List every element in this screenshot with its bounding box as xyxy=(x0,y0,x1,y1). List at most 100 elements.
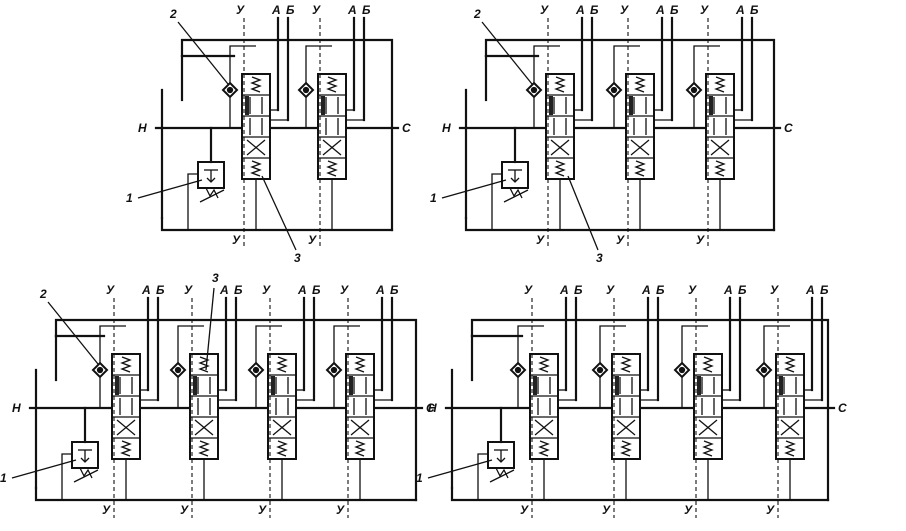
relief-valve-icon xyxy=(487,441,515,483)
port-label-n: Н xyxy=(442,121,451,135)
spool-valve-icon xyxy=(111,353,141,460)
port-label-y-top: У xyxy=(620,3,629,17)
spool-valve-icon xyxy=(529,353,559,460)
callout-relief-valve: 1 xyxy=(0,471,7,485)
port-label-y-top: У xyxy=(106,283,115,297)
spool-valve-icon xyxy=(345,353,375,460)
check-valve-icon xyxy=(605,81,623,99)
port-label-y-top: У xyxy=(236,3,245,17)
spool-valve-icon xyxy=(693,353,723,460)
callout-check-valve: 2 xyxy=(169,7,177,21)
callout-relief-valve: 1 xyxy=(416,471,423,485)
port-label-b: Б xyxy=(234,283,243,297)
check-valve-icon xyxy=(297,81,315,99)
spool-valve-icon xyxy=(545,73,575,180)
port-label-n: Н xyxy=(138,121,147,135)
port-label-y-bottom: У xyxy=(684,503,693,517)
port-label-b: Б xyxy=(312,283,321,297)
port-label-a: А xyxy=(141,283,151,297)
port-label-y-bottom: У xyxy=(336,503,345,517)
check-valve-icon xyxy=(91,361,109,379)
port-label-y-bottom: У xyxy=(602,503,611,517)
port-label-a: А xyxy=(641,283,651,297)
port-label-y-bottom: У xyxy=(520,503,529,517)
port-label-a: А xyxy=(375,283,385,297)
callout-relief-valve: 1 xyxy=(430,191,437,205)
check-valve-icon xyxy=(591,361,609,379)
check-valve-icon xyxy=(673,361,691,379)
port-label-b: Б xyxy=(670,3,679,17)
port-label-y-top: У xyxy=(606,283,615,297)
check-valve-icon xyxy=(755,361,773,379)
port-label-a: А xyxy=(559,283,569,297)
port-label-y-top: У xyxy=(184,283,193,297)
port-label-s: С xyxy=(402,121,411,135)
port-label-y-bottom: У xyxy=(102,503,111,517)
port-label-y-top: У xyxy=(340,283,349,297)
port-label-b: Б xyxy=(820,283,829,297)
port-label-n: Н xyxy=(428,401,437,415)
spool-valve-icon xyxy=(189,353,219,460)
port-label-a: А xyxy=(219,283,229,297)
port-label-y-top: У xyxy=(262,283,271,297)
check-valve-icon xyxy=(509,361,527,379)
port-label-b: Б xyxy=(574,283,583,297)
callout-relief-valve: 1 xyxy=(126,191,133,205)
callout-check-valve: 2 xyxy=(39,287,47,301)
port-label-y-bottom: У xyxy=(180,503,189,517)
check-valve-icon xyxy=(221,81,239,99)
spool-valve-icon xyxy=(625,73,655,180)
spool-valve-icon xyxy=(705,73,735,180)
port-label-n: Н xyxy=(12,401,21,415)
port-label-a: А xyxy=(271,3,281,17)
port-label-b: Б xyxy=(156,283,165,297)
port-label-b: Б xyxy=(590,3,599,17)
relief-valve-icon xyxy=(197,161,225,203)
check-valve-icon xyxy=(685,81,703,99)
port-label-y-top: У xyxy=(700,3,709,17)
spool-valve-icon xyxy=(267,353,297,460)
port-label-y-bottom: У xyxy=(696,233,705,247)
port-label-y-bottom: У xyxy=(258,503,267,517)
port-label-a: А xyxy=(575,3,585,17)
port-label-b: Б xyxy=(362,3,371,17)
port-label-a: А xyxy=(735,3,745,17)
port-label-y-bottom: У xyxy=(232,233,241,247)
port-label-y-top: У xyxy=(540,3,549,17)
spool-valve-icon xyxy=(775,353,805,460)
port-label-b: Б xyxy=(286,3,295,17)
callout-spool: 3 xyxy=(294,251,301,265)
port-label-y-bottom: У xyxy=(766,503,775,517)
port-label-y-bottom: У xyxy=(536,233,545,247)
spool-valve-icon xyxy=(611,353,641,460)
check-valve-icon xyxy=(247,361,265,379)
port-label-a: А xyxy=(723,283,733,297)
callout-check-valve: 2 xyxy=(473,7,481,21)
port-label-a: А xyxy=(347,3,357,17)
port-label-y-top: У xyxy=(312,3,321,17)
port-label-s: С xyxy=(784,121,793,135)
port-label-a: А xyxy=(805,283,815,297)
check-valve-icon xyxy=(169,361,187,379)
port-label-y-top: У xyxy=(524,283,533,297)
spool-valve-icon xyxy=(317,73,347,180)
port-label-b: Б xyxy=(390,283,399,297)
port-label-s: С xyxy=(426,401,435,415)
port-label-b: Б xyxy=(656,283,665,297)
port-label-y-bottom: У xyxy=(616,233,625,247)
relief-valve-icon xyxy=(71,441,99,483)
port-label-s: С xyxy=(838,401,847,415)
check-valve-icon xyxy=(325,361,343,379)
spool-valve-icon xyxy=(241,73,271,180)
port-label-a: А xyxy=(297,283,307,297)
port-label-y-bottom: У xyxy=(308,233,317,247)
port-label-b: Б xyxy=(750,3,759,17)
check-valve-icon xyxy=(525,81,543,99)
port-label-y-top: У xyxy=(688,283,697,297)
port-label-a: А xyxy=(655,3,665,17)
